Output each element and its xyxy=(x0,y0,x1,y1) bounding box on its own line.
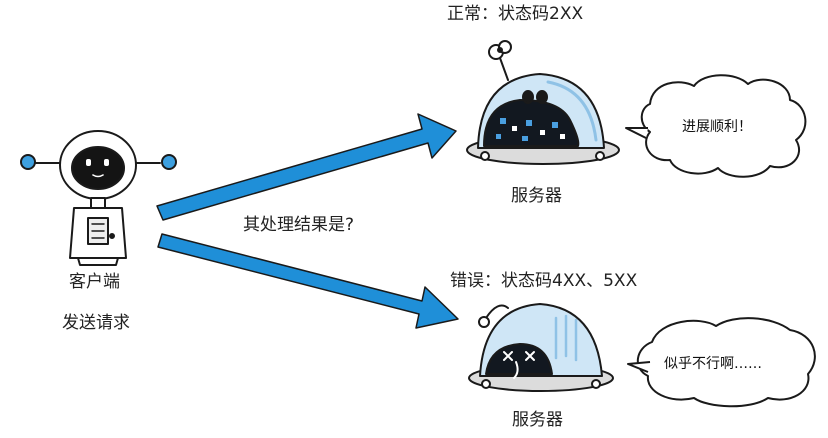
error-speech-bubble-icon xyxy=(627,317,816,408)
question-label: 其处理结果是? xyxy=(243,215,355,235)
client-left-hand xyxy=(20,154,36,170)
success-speech-bubble-icon xyxy=(625,74,807,178)
error-server-wheel xyxy=(481,379,491,389)
server-dome-shine xyxy=(546,80,598,142)
error-server-tear xyxy=(513,361,519,379)
client-face xyxy=(71,146,125,190)
client-right-hand xyxy=(161,154,177,170)
server-wheel xyxy=(480,151,490,161)
error-bubble-cloud xyxy=(637,317,816,408)
error-arrow-icon xyxy=(157,233,459,329)
success-bubble-tail xyxy=(625,127,648,139)
server-antenna-center xyxy=(497,47,503,53)
error-server-wheel xyxy=(591,379,601,389)
success-bubble-cloud xyxy=(640,74,807,178)
error-server-antenna-tip xyxy=(478,316,490,328)
error-server-label: 服务器 xyxy=(512,410,563,430)
error-speech-text: 似乎不行啊…… xyxy=(664,356,762,372)
server-wheel xyxy=(595,151,605,161)
success-arrow-icon xyxy=(156,113,457,221)
error-server-antenna xyxy=(485,304,509,319)
error-status-label: 错误：状态码4XX、5XX xyxy=(450,271,638,291)
success-server-label: 服务器 xyxy=(511,186,562,206)
server-left-eye xyxy=(522,90,534,104)
client-button xyxy=(109,233,115,239)
client-right-eye xyxy=(104,159,109,166)
client-mouth xyxy=(92,174,104,178)
error-bubble-tail xyxy=(627,361,651,373)
server-right-eye xyxy=(536,90,548,104)
client-robot-icon xyxy=(20,130,177,266)
request-arrows xyxy=(156,113,459,329)
error-server-rain xyxy=(554,314,578,362)
success-speech-text: 进展顺利！ xyxy=(682,119,752,135)
broken-server-robot-icon xyxy=(468,303,614,392)
server-antenna xyxy=(499,57,509,81)
client-neck xyxy=(90,197,106,209)
error-server-screen xyxy=(485,343,553,375)
client-label: 客户端 xyxy=(69,272,120,292)
client-left-eye xyxy=(86,159,91,166)
client-action-label: 发送请求 xyxy=(62,313,130,333)
server-screen-pixels xyxy=(496,118,565,141)
error-server-dizzy-eyes xyxy=(503,351,535,361)
success-status-label: 正常：状态码2XX xyxy=(447,4,584,24)
client-base xyxy=(77,257,119,266)
server-robot-icon xyxy=(466,40,620,165)
